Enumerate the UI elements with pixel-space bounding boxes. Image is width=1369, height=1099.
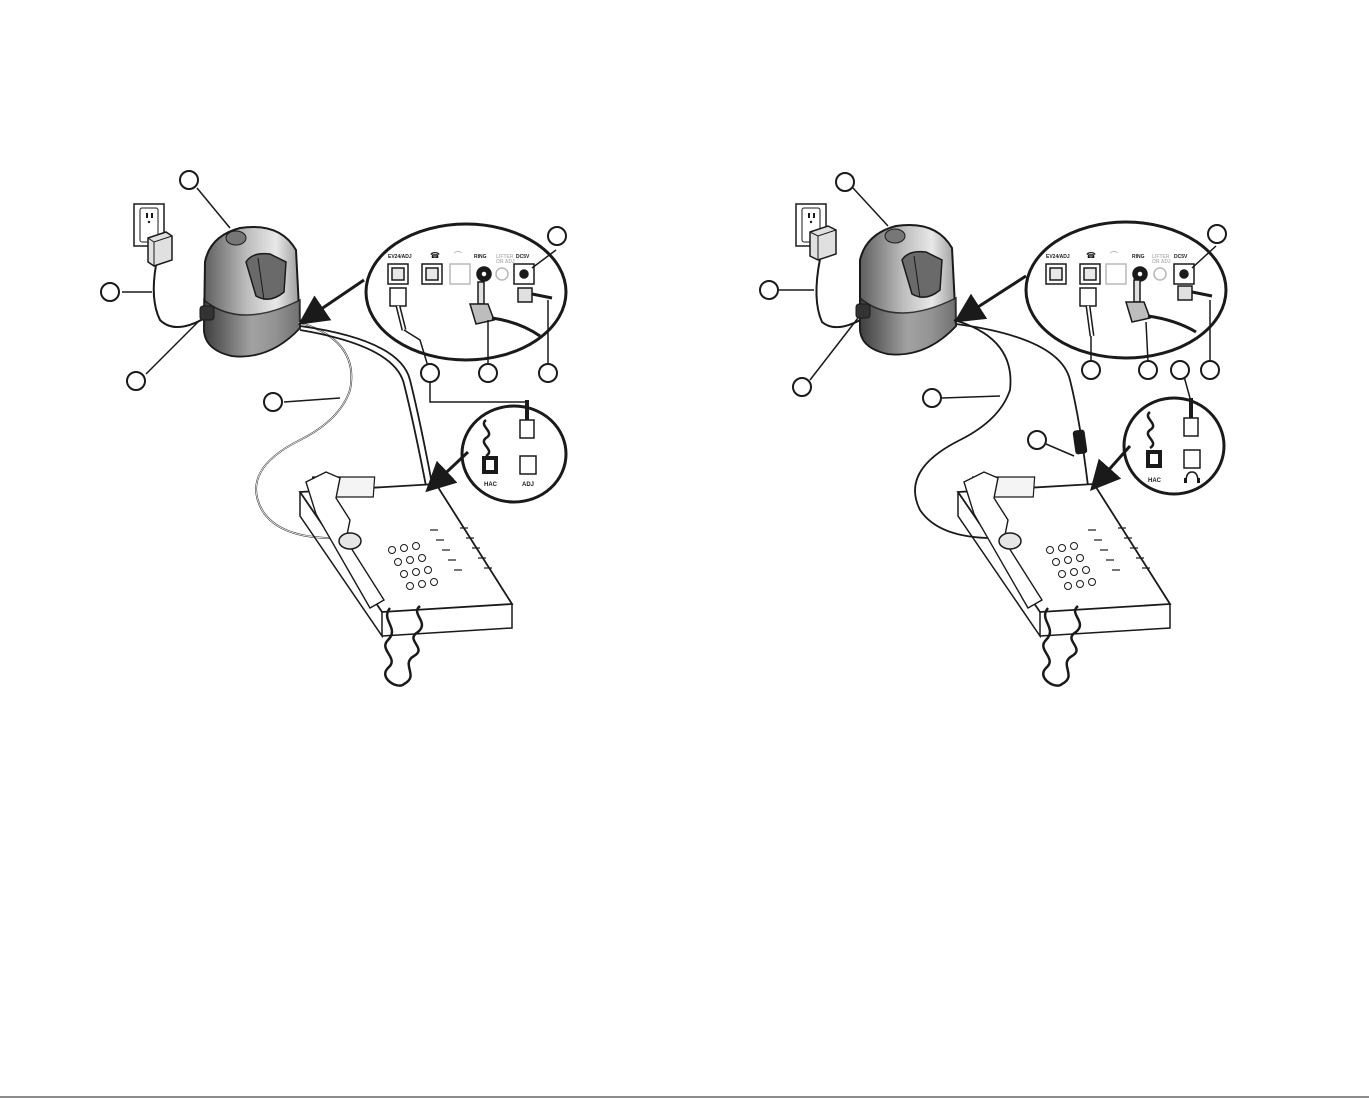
- callout-marker: [1201, 361, 1219, 379]
- callout-marker: [1208, 225, 1226, 243]
- power-adapter: [810, 226, 836, 260]
- headset-port-icon: ⌒: [1109, 250, 1118, 260]
- callout-marker: [1082, 361, 1100, 379]
- coiled-cord: [1043, 606, 1080, 686]
- desk-phone: [958, 472, 1170, 636]
- callout-marker: [793, 378, 811, 396]
- phone-port-label-adj: ADJ: [522, 482, 534, 488]
- callout-phone-ports: HAC ADJ: [434, 400, 566, 502]
- phone-port-label-hac: HAC: [1148, 478, 1162, 484]
- callout-marker: [923, 389, 941, 407]
- coiled-cord: [385, 606, 422, 686]
- callout-marker: [264, 393, 282, 411]
- callout-marker: [479, 364, 497, 382]
- power-cord: [154, 265, 205, 327]
- callout-marker: [1139, 361, 1157, 379]
- phone-icon: ☎: [430, 251, 440, 260]
- base-unit: [856, 225, 956, 355]
- port-label-dc: DC5V: [1174, 254, 1188, 260]
- phone-icon: ☎: [1086, 251, 1096, 260]
- callout-marker: [421, 364, 439, 382]
- port-label-ring: RING: [474, 254, 487, 260]
- power-adapter: [148, 232, 172, 266]
- callout-marker: [1171, 361, 1189, 379]
- inline-ferrite: [1072, 429, 1087, 454]
- callout-marker: [1028, 431, 1046, 449]
- port-label-ring: RING: [1132, 254, 1145, 260]
- callout-marker: [127, 372, 145, 390]
- desk-phone: [300, 472, 512, 636]
- callout-marker: [548, 227, 566, 245]
- callout-marker: [539, 364, 557, 382]
- callout-marker: [836, 173, 854, 191]
- callout-marker: [180, 171, 198, 189]
- base-unit: [200, 227, 300, 357]
- callout-marker: [760, 281, 778, 299]
- port-label-ev24: EV24/ADJ: [388, 254, 412, 260]
- port-label-dc: DC5V: [516, 254, 530, 260]
- headset-port-icon: ⌒: [453, 250, 462, 260]
- port-label-ev24: EV24/ADJ: [1046, 254, 1070, 260]
- callout-phone-ports: HAC: [1098, 398, 1224, 494]
- callout-marker: [101, 283, 119, 301]
- phone-port-label-hac: HAC: [484, 482, 498, 488]
